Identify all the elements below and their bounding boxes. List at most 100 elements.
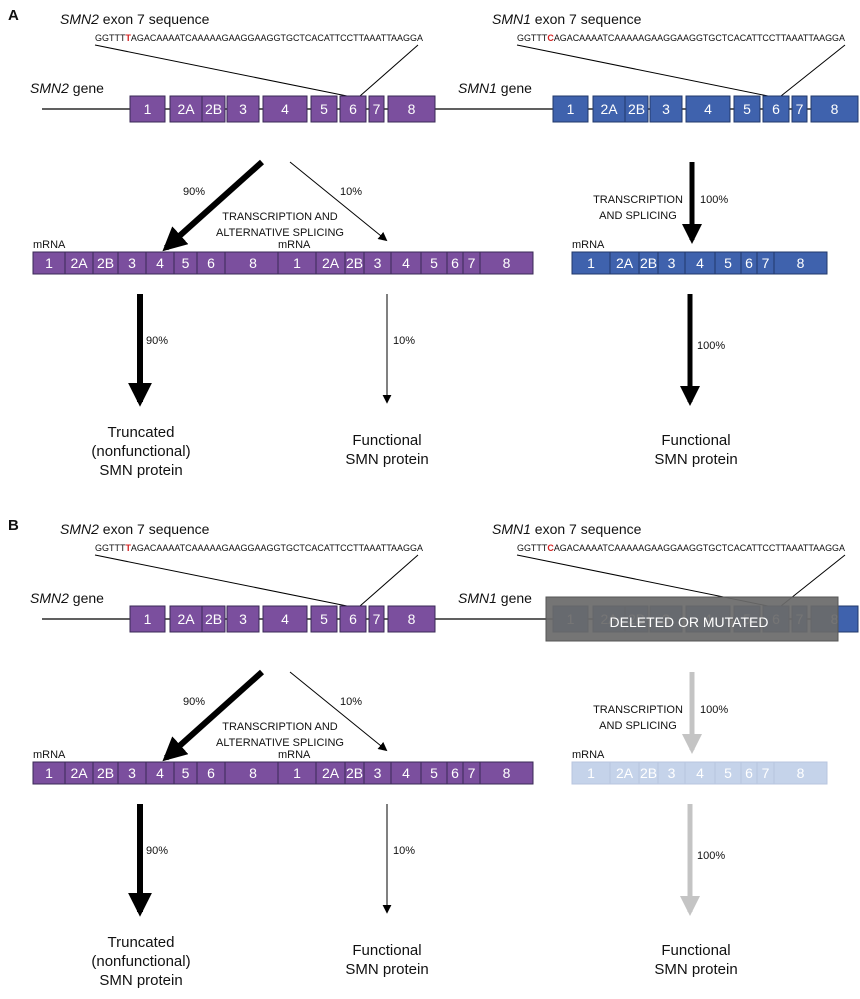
mrna-mid-exon-label: 2B — [346, 765, 363, 781]
pct-right: 10% — [340, 696, 362, 708]
smn2-sequence-title: SMN2 exon 7 sequence — [60, 521, 210, 537]
smn2-gene-exon-label: 7 — [373, 611, 381, 627]
protein-label-functional-right: Functional — [661, 432, 730, 449]
mrna-left-exon-label: 3 — [128, 765, 136, 781]
mrna-right-exon-label: 4 — [696, 765, 704, 781]
mrna-mid-exon-label: 7 — [468, 255, 476, 271]
pct-protein-right: 100% — [697, 850, 725, 862]
smn1-gene-exon-9 — [810, 95, 859, 123]
mrna-left-exon-label: 8 — [249, 765, 257, 781]
pct-smn1: 100% — [700, 194, 728, 206]
mrna-right-exon-label: 6 — [745, 765, 753, 781]
mrna-label-right: mRNA — [572, 239, 605, 251]
mrna-left-exon-label: 3 — [128, 255, 136, 271]
smn1-gene-exon-label: 4 — [704, 101, 712, 117]
pct-protein-left: 90% — [146, 845, 168, 857]
smn2-gene-exon-label: 4 — [281, 611, 289, 627]
mrna-right-exon-label: 7 — [762, 765, 770, 781]
smn2-gene-exon-label: 3 — [239, 611, 247, 627]
pct-right: 10% — [340, 186, 362, 198]
pct-protein-left: 90% — [146, 335, 168, 347]
smn1-sequence-title: SMN1 exon 7 sequence — [492, 11, 642, 27]
mrna-mid-exon-label: 2B — [346, 255, 363, 271]
smn1-gene-label: SMN1 gene — [458, 80, 532, 96]
smn1-gene-exon-1 — [552, 95, 589, 123]
smn2-gene-exon-5 — [262, 605, 308, 633]
mrna-right-exon-label: 3 — [668, 765, 676, 781]
mrna-right-exon-label: 7 — [762, 255, 770, 271]
mrna-right-exon-label: 4 — [696, 255, 704, 271]
protein-label-functional-mid: SMN protein — [345, 451, 428, 468]
protein-label-truncated: (nonfunctional) — [91, 443, 190, 460]
smn1-zoom-line-left — [516, 44, 769, 97]
smn2-gene-exon-6 — [310, 95, 338, 123]
mrna-right-exon-label: 8 — [797, 765, 805, 781]
mrna-right-exon-9 — [773, 251, 828, 275]
pct-protein-mid: 10% — [393, 845, 415, 857]
smn1-gene-exon-label: 3 — [662, 101, 670, 117]
smn2-gene-exon-label: 1 — [144, 611, 152, 627]
smn1-splicing-label-2: AND SPLICING — [599, 210, 677, 222]
smn2-gene-exon-label: 1 — [144, 101, 152, 117]
protein-label-functional-mid: Functional — [352, 432, 421, 449]
mrna-label-left: mRNA — [33, 749, 66, 761]
mrna-right-exon-label: 6 — [745, 255, 753, 271]
mrna-mid-exon-label: 3 — [374, 765, 382, 781]
smn2-gene-exon-label: 2B — [205, 611, 222, 627]
smn2-gene-exon-4 — [226, 605, 260, 633]
mrna-mid-exon-label: 2A — [322, 255, 340, 271]
alt-splicing-label-2: ALTERNATIVE SPLICING — [216, 227, 344, 239]
smn1-gene-exon-3 — [624, 95, 649, 123]
smn2-gene-exon-8 — [368, 605, 385, 633]
smn2-gene-exon-label: 3 — [239, 101, 247, 117]
mrna-right-exon-label: 8 — [797, 255, 805, 271]
pct-left: 90% — [183, 186, 205, 198]
panel-letter: B — [8, 517, 19, 534]
mrna-right-exon-label: 2B — [640, 255, 657, 271]
smn1-splicing-label-1: TRANSCRIPTION — [593, 704, 683, 716]
smn1-gene-exon-label: 2B — [628, 101, 645, 117]
smn2-gene-exon-label: 4 — [281, 101, 289, 117]
smn2-exon7-sequence: GGTTTTAGACAAAATCAAAAAGAAGGAAGGTGCTCACATT… — [95, 33, 424, 44]
mrna-mid-exon-label: 3 — [374, 255, 382, 271]
smn2-gene-exon-9 — [387, 95, 436, 123]
mrna-right-exon-label: 1 — [587, 255, 595, 271]
mrna-mid-exon-9 — [479, 251, 534, 275]
mrna-left-exon-label: 2B — [97, 255, 114, 271]
pct-left: 90% — [183, 696, 205, 708]
mrna-left-exon-label: 8 — [249, 255, 257, 271]
smn2-gene-exon-label: 7 — [373, 101, 381, 117]
pct-smn1: 100% — [700, 704, 728, 716]
smn2-gene-exon-7 — [339, 605, 367, 633]
smn2-gene-exon-5 — [262, 95, 308, 123]
smn2-gene-label: SMN2 gene — [30, 590, 104, 606]
smn2-zoom-line-left — [94, 554, 348, 607]
smn1-zoom-line-right — [780, 44, 846, 97]
smn2-gene-exon-6 — [310, 605, 338, 633]
smn1-splicing-label-2: AND SPLICING — [599, 720, 677, 732]
smn2-gene-exon-label: 5 — [320, 611, 328, 627]
mrna-left-exon-label: 5 — [182, 255, 190, 271]
smn2-gene-exon-4 — [226, 95, 260, 123]
protein-label-functional-right: Functional — [661, 942, 730, 959]
mrna-right-exon-9 — [773, 761, 828, 785]
mrna-mid-exon-label: 4 — [402, 765, 410, 781]
smn1-gene-exon-7 — [762, 95, 790, 123]
smn2-gene-exon-3 — [201, 95, 226, 123]
protein-label-truncated: Truncated — [108, 934, 175, 951]
smn1-gene-exon-4 — [649, 95, 683, 123]
smn1-gene-exon-label: 5 — [743, 101, 751, 117]
alt-splicing-label-2: ALTERNATIVE SPLICING — [216, 737, 344, 749]
smn1-gene-exon-label: 8 — [831, 101, 839, 117]
smn2-gene-exon-1 — [129, 95, 166, 123]
arrow-90-left — [162, 159, 265, 252]
mrna-left-exon-label: 1 — [45, 765, 53, 781]
smn1-gene-exon-2 — [592, 95, 626, 123]
arrow-10-right — [289, 161, 388, 242]
mrna-left-exon-label: 2B — [97, 765, 114, 781]
smn2-gene-exon-7 — [339, 95, 367, 123]
mrna-mid-exon-label: 2A — [322, 765, 340, 781]
pct-protein-right: 100% — [697, 340, 725, 352]
smn1-exon7-sequence: GGTTTCAGACAAAATCAAAAAGAAGGAAGGTGCTCACATT… — [517, 543, 846, 554]
